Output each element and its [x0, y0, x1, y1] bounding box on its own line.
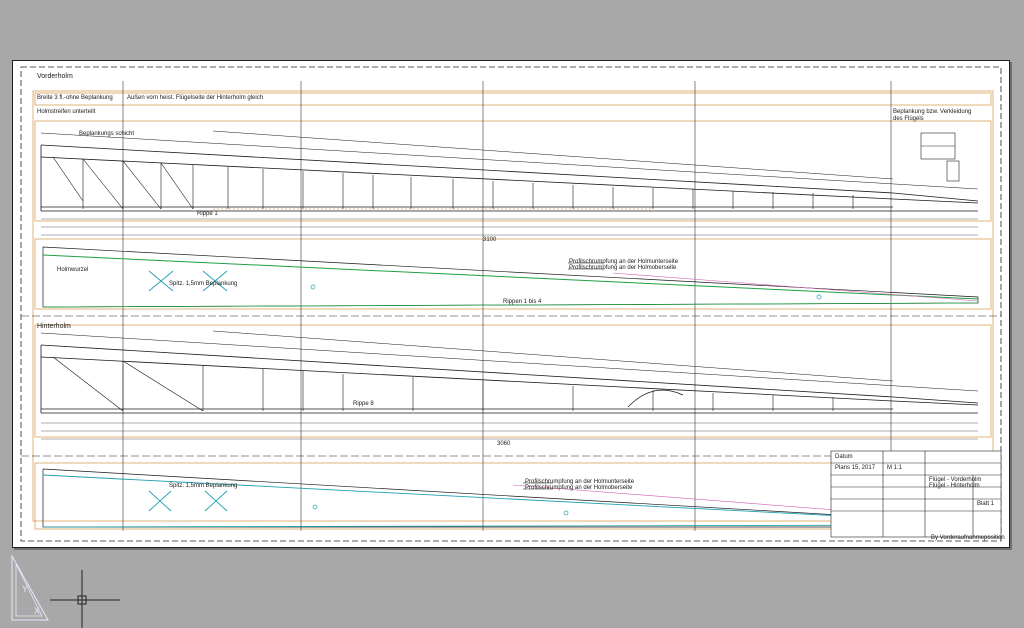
crosshair-cursor-icon[interactable]: [50, 570, 120, 628]
detail-view-top-right: [920, 132, 960, 182]
rear-spar-drawing: [40, 330, 979, 414]
legend-line-1-rear: Profilschrumpfung an der Holmunterseite: [525, 479, 635, 485]
note-left-1: Holmstreifen unterteilt: [37, 109, 96, 115]
titleblock-title-2: Flügel - Hinterholm: [929, 483, 980, 489]
ucs-icon: Y X: [11, 554, 49, 621]
rib-label-2: Rippe 8: [353, 401, 374, 407]
svg-text:X: X: [34, 606, 40, 616]
header-band-top: [34, 92, 992, 106]
title-block: [830, 450, 1002, 538]
orange-frame: [32, 90, 994, 522]
bottom-right-note: By Vorderaufnahmeposition: [931, 535, 1005, 541]
note-top-right-2: des Flügels: [893, 116, 924, 122]
top-spar-box: [34, 120, 992, 222]
dim-overall-top: 3100: [483, 237, 497, 243]
note-top-right-1: Beplankung bzw. Verkleidung: [893, 109, 972, 115]
front-spar-drawing: [40, 130, 979, 212]
section-label-rear: Hinterholm: [37, 323, 71, 330]
header-mid-note: Außen vorn heist. Flügelseite der Hinter…: [127, 95, 264, 101]
drawing-sheet: Vorderholm Breite 3 fl.-ohne Beplankung …: [12, 60, 1010, 548]
header-left-note: Breite 3 fl.-ohne Beplankung: [37, 95, 113, 101]
svg-text:Y: Y: [22, 584, 28, 594]
panel-note-bottom: Spitz. 1,5mm Beplankung: [169, 483, 238, 489]
section-label-front: Vorderholm: [37, 73, 73, 80]
rib-zone-note: Rippen 1 bis 4: [503, 299, 542, 305]
titleblock-sheet-no: Blatt 1: [977, 501, 995, 507]
rib-label-1: Rippe 1: [197, 211, 218, 217]
drawing-canvas: [20, 66, 1002, 542]
bottom-spar-box: [34, 324, 992, 438]
legend-line-2: Profilschrumpfung an der Holmoberseite: [569, 265, 677, 271]
titleblock-date-label: Datum: [835, 454, 853, 460]
rear-panel-drawing: [42, 468, 979, 528]
dimension-row-top: [41, 218, 978, 236]
note-left-2: Beplankungs schicht: [79, 131, 135, 137]
titleblock-title-1: Flügel - Vorderholm: [929, 477, 982, 483]
legend-line-1: Profilschrumpfung an der Holmunterseite: [569, 259, 679, 265]
legend-line-2-rear: Profilschrumpfung an der Holmoberseite: [525, 485, 633, 491]
dimension-row-bottom: [41, 422, 978, 440]
top-panel-box: [34, 238, 992, 310]
root-note: Holmwurzel: [57, 267, 89, 273]
outer-frame: [20, 66, 1002, 542]
panel-note-top: Spitz. 1,5mm Beplankung: [169, 281, 238, 287]
titleblock-scale: M 1:1: [887, 465, 903, 471]
titleblock-date-value: Plans 15, 2017: [835, 465, 876, 471]
front-panel-drawing: [42, 246, 979, 308]
dim-overall-bottom: 3060: [497, 441, 511, 447]
